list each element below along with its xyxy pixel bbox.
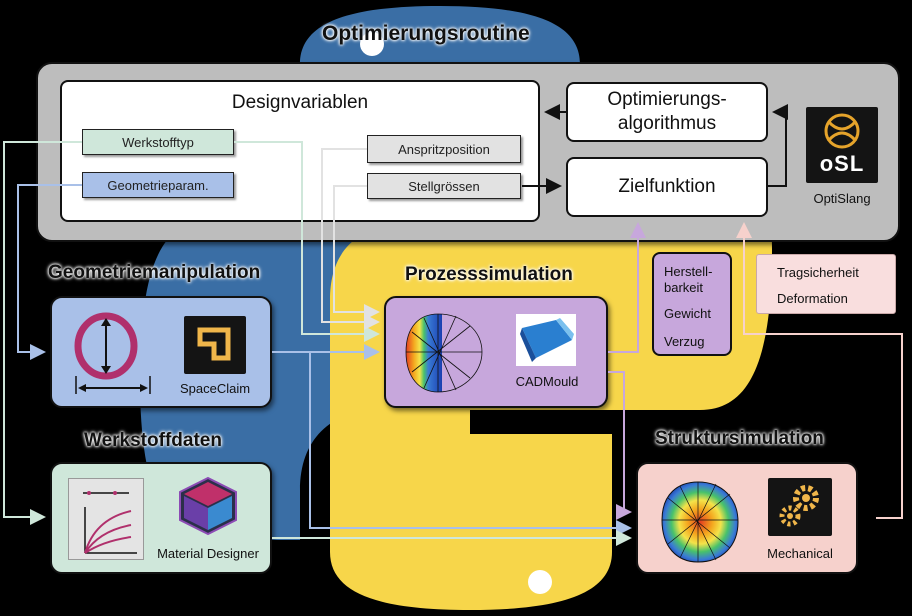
chip-stellgroessen: Stellgrössen	[367, 173, 521, 199]
output-deformation: Deformation	[777, 291, 848, 306]
arrow-geometry-to-structure	[309, 352, 632, 536]
output-herstellbarkeit-2: barkeit	[664, 280, 704, 295]
arrow-geometrieparam-to-geometry	[17, 184, 82, 360]
arrow-werkstofftyp-to-process	[234, 141, 380, 342]
material-title: Werkstoffdaten	[84, 430, 222, 451]
cadmould-icon	[516, 314, 576, 366]
chip-werkstofftyp: Werkstofftyp	[82, 129, 234, 155]
structure-outputs-box: Tragsicherheit Deformation	[756, 254, 896, 314]
cadmould-label: CADMould	[515, 374, 579, 389]
output-gewicht: Gewicht	[664, 306, 711, 321]
arrow-structure-to-objective	[736, 222, 903, 519]
output-tragsicherheit: Tragsicherheit	[777, 265, 859, 280]
geometry-module	[50, 296, 272, 408]
arrow-anspritzposition-to-process	[321, 148, 380, 330]
spaceclaim-icon	[184, 316, 246, 374]
mechanical-label: Mechanical	[767, 546, 833, 561]
arrow-process-to-objective	[608, 222, 646, 353]
chip-geometrieparam: Geometrieparam.	[82, 172, 234, 198]
arrow-process-to-structure	[608, 371, 632, 520]
optislang-label: OptiSlang	[813, 191, 871, 206]
spaceclaim-label: SpaceClaim	[179, 381, 251, 396]
output-herstellbarkeit-1: Herstell-	[664, 264, 713, 279]
optislang-knot-icon	[824, 113, 860, 149]
process-outputs-box: Herstell- barkeit Gewicht Verzug	[652, 252, 732, 356]
geometry-title: Geometriemanipulation	[48, 262, 261, 283]
material-curves-icon	[68, 478, 144, 560]
cross-section-icon	[74, 312, 151, 394]
algorithm-line-2: algorithmus	[617, 113, 717, 134]
optislang-logo: oSL	[806, 107, 878, 183]
gears-icon	[768, 478, 832, 536]
arrow-objective-to-algorithm	[768, 104, 788, 187]
structure-mesh-icon	[661, 481, 739, 563]
output-verzug: Verzug	[664, 334, 705, 349]
process-title: Prozesssimulation	[405, 264, 573, 285]
chip-anspritzposition: Anspritzposition	[367, 135, 521, 163]
optislang-logo-text: oSL	[819, 151, 865, 176]
arrow-stellgroessen-to-process	[333, 185, 380, 320]
process-mesh-icon	[405, 313, 483, 393]
arrow-werkstofftyp-to-material	[3, 141, 82, 525]
algorithm-line-1: Optimierungs-	[607, 89, 727, 110]
python-logo-eye-bottom	[528, 570, 552, 594]
diagram-title: Optimierungsroutine	[322, 22, 530, 45]
optimization-algorithm-box: Optimierungs- algorithmus	[566, 82, 768, 142]
material-designer-label: Material Designer	[157, 546, 259, 561]
python-logo-eye-top	[360, 32, 384, 56]
material-designer-icon	[174, 474, 242, 536]
objective-function-box: Zielfunktion	[566, 157, 768, 217]
structure-title: Struktursimulation	[655, 428, 824, 449]
designvariables-label: Designvariablen	[231, 92, 369, 113]
